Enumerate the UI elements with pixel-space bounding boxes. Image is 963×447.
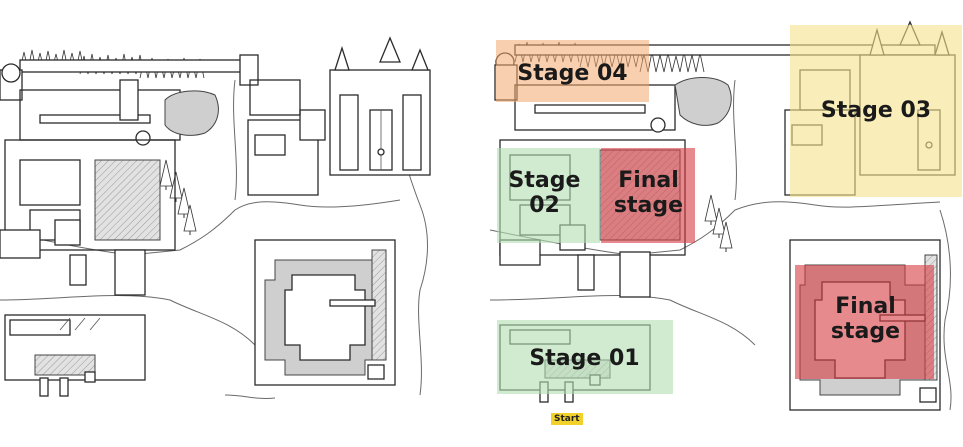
stage-02-region	[497, 148, 600, 243]
final-stage-region-bottom	[795, 265, 934, 379]
stage-01-label: Stage 01	[529, 346, 640, 371]
stage-01-region	[497, 320, 673, 394]
stage-02-label: Stage 02	[508, 168, 581, 219]
castle-left	[329, 36, 431, 176]
stage-03-region	[790, 25, 962, 197]
stage-03-label: Stage 03	[820, 98, 932, 123]
stage-04-label: Stage 04	[517, 61, 628, 86]
final-stage-label-top: Final stage	[613, 168, 684, 219]
left-map	[0, 36, 431, 399]
final-stage-region-top	[601, 148, 695, 243]
start-marker: Start	[551, 413, 583, 425]
final-stage-label-bottom: Final stage	[830, 294, 901, 345]
stage-04-region	[496, 40, 649, 102]
